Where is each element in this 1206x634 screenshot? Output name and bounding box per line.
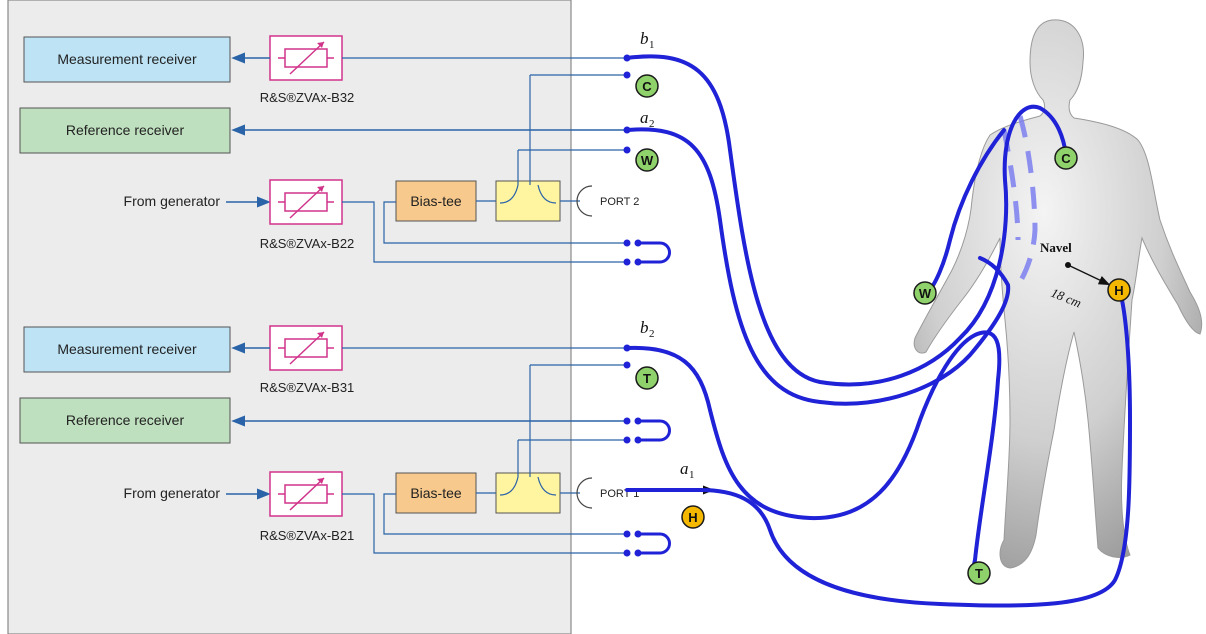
svg-text:C: C [642,79,652,94]
bias-tee-label: Bias-tee [410,485,462,501]
attenuator-icon [269,35,343,81]
wave-b1-subscript: 1 [649,39,655,51]
svg-text:C: C [1061,151,1071,166]
measurement-receiver-box [23,326,231,373]
electrode-w-body: W [913,281,937,305]
reference-receiver-label: Reference receiver [66,122,185,138]
navel-marker: Navel 18 cm [1040,240,1111,311]
svg-text:W: W [919,286,932,301]
electrode-w-port: W [635,148,659,172]
electrode-c-port: C [635,74,659,98]
electrode-h-body: H [1107,278,1131,302]
wave-a2-subscript: 2 [649,118,655,130]
electrode-h-port: H [681,505,705,529]
coupler-box [495,472,561,514]
port-2-icon [576,185,593,217]
coupler-box [495,180,561,222]
svg-text:T: T [975,566,983,581]
bias-tee-box [395,472,477,514]
svg-text:H: H [688,510,697,525]
instrument-panel [7,0,572,634]
bias-tee-label: Bias-tee [410,193,462,209]
attenuator-icon [269,325,343,371]
attenuator-b21-label: R&S®ZVAx-B21 [260,528,355,543]
attenuator-icon [269,471,343,517]
attenuator-b32-label: R&S®ZVAx-B32 [260,90,355,105]
electrode-t-port: T [635,366,659,390]
measurement-receiver-label: Measurement receiver [57,51,197,67]
wave-b2-subscript: 2 [649,328,655,340]
cables [625,54,1133,608]
navel-label: Navel [1040,240,1072,255]
top-section: Measurement receiver Reference receiver … [19,29,671,266]
svg-text:W: W [641,153,654,168]
svg-text:H: H [1114,283,1123,298]
from-generator-label: From generator [124,193,221,209]
port-2-label: PORT 2 [600,196,639,208]
attenuator-b22-label: R&S®ZVAx-B22 [260,236,355,251]
wave-a1-subscript: 1 [689,469,695,481]
reference-receiver-box [19,397,231,444]
from-generator-label: From generator [124,485,221,501]
electrode-t-body: T [967,561,991,585]
attenuator-icon [269,179,343,225]
bias-tee-box [395,180,477,222]
wave-a2-label: a [640,108,649,127]
wave-b2-label: b [640,318,649,337]
wave-b1-label: b [640,29,649,48]
attenuator-b31-label: R&S®ZVAx-B31 [260,380,355,395]
measurement-receiver-label: Measurement receiver [57,341,197,357]
measurement-receiver-box [23,36,231,83]
bottom-section: Measurement receiver Reference receiver … [19,318,715,557]
svg-text:T: T [643,371,651,386]
reference-receiver-label: Reference receiver [66,412,185,428]
electrode-c-body: C [1054,146,1078,170]
wave-a1-label: a [680,459,689,478]
port-1-icon [576,477,593,509]
reference-receiver-box [19,107,231,154]
